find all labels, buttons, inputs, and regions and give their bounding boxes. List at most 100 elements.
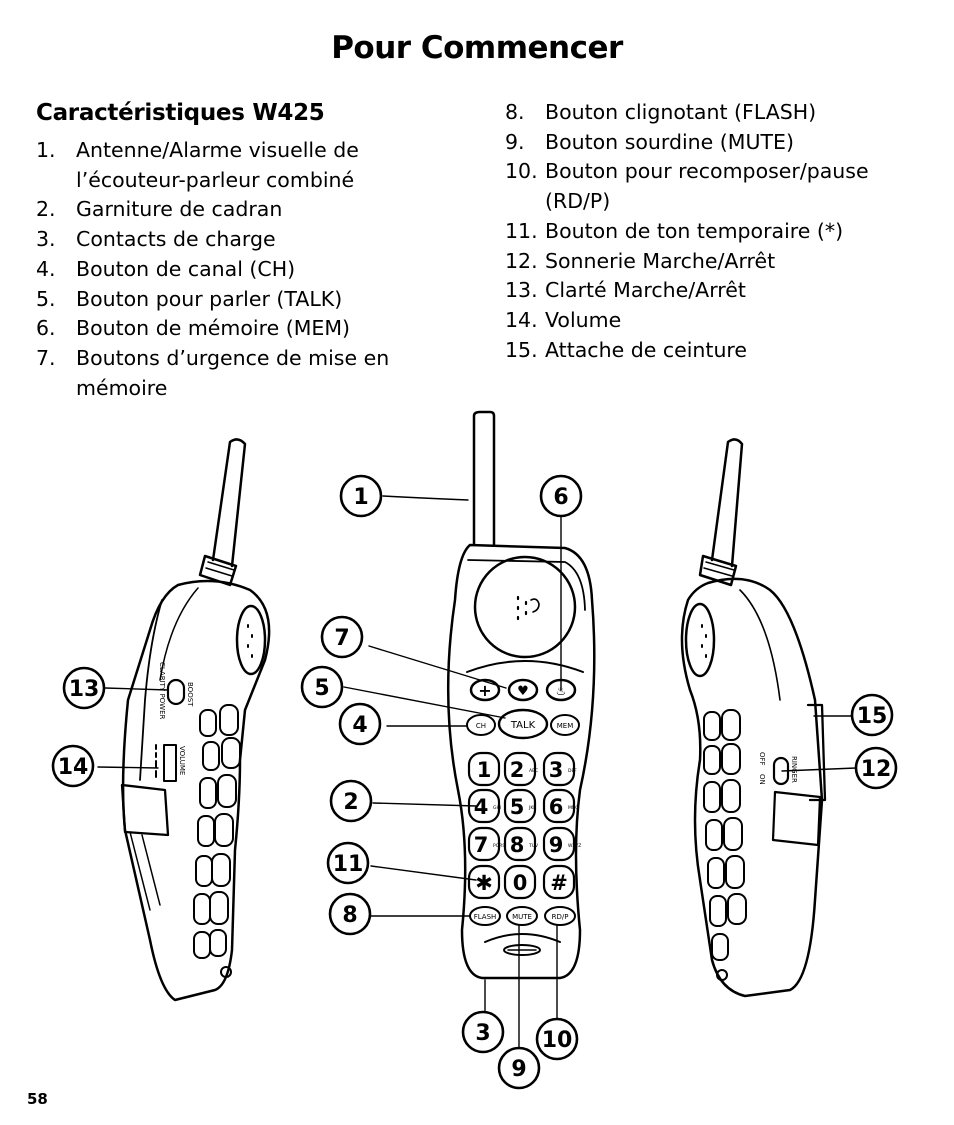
list-item: 13. Clarté Marche/Arrêt [505,276,925,306]
mem-label: MEM [557,722,574,730]
callout-number: 10 [542,1028,573,1053]
item-text: Antenne/Alarme visuelle de l’écouteur-pa… [76,138,359,192]
key-letters: PQRS [493,843,505,849]
talk-button [497,708,549,740]
callout-number: 12 [861,757,892,782]
callout-number: 6 [553,485,568,510]
left-belt-clip [120,783,170,837]
list-item: 4.Bouton de canal (CH) [36,255,416,285]
key-digit: 3 [549,758,564,782]
item-number: 7. [36,345,56,370]
key-digit: 6 [549,795,564,819]
mem-button [550,714,580,736]
memory-button-2 [507,678,539,702]
callout-circle [328,892,372,936]
right-antenna [710,438,744,568]
leader-lines [97,495,857,1051]
callout-circle [326,841,370,885]
front-antenna [472,410,496,547]
list-item: 7.Boutons d’urgence de mise en mémoire [36,344,416,403]
front-handset-body [446,543,596,980]
list-item: 12.Sonnerie Marche/Arrêt [505,247,925,277]
item-number: 5. [36,286,56,311]
list-item: 9. Bouton sourdine (MUTE) [505,128,925,158]
ringer-off-label: OFF [758,752,766,766]
key-letters: MNO [568,805,579,811]
callout-circle [339,474,383,518]
callout-circle [854,746,898,790]
ringer-on-label: ON [758,774,766,785]
item-number: 9. [505,129,525,154]
key-letters: DEF [568,768,577,774]
item-text: Attache de ceinture [545,337,748,362]
features-list-right: 8. Bouton clignotant (FLASH) 9. Bouton sou… [505,98,925,365]
key-digit: 1 [477,758,492,782]
callout-circle [535,1017,579,1061]
item-text: Volume [545,307,622,332]
boost-label: BOOST [186,682,194,707]
callout-number: 14 [58,755,89,780]
clarity-label: CLARITY POWER [158,662,166,720]
list-item: 10. Bouton pour recomposer/pause (RD/P) [505,157,925,216]
keypad-key: ✱ [467,864,501,900]
key-letters: TUV [528,843,539,849]
key-letters: JKL [528,805,536,811]
callout-number: 7 [334,626,349,651]
keypad-key: 6 MNO [542,788,579,824]
left-antenna [211,438,247,568]
left-earpiece [235,604,267,676]
key-digit: 4 [474,795,489,819]
mute-button [506,906,538,926]
item-text: Bouton clignotant (FLASH) [545,100,817,124]
left-side-handset: BOOST CLARITY POWER VOLUME [120,438,271,1002]
memory-button-1 [469,678,501,702]
list-item: 14.Volume [505,306,925,336]
callout-number: 3 [475,1021,490,1046]
item-text: Sonnerie Marche/Arrêt [545,248,776,273]
key-digit: 2 [510,758,525,782]
key-letters: GHI [493,805,501,811]
right-belt-clip [806,703,827,802]
section-subtitle: Caractéristiques W425 [36,100,325,126]
key-digit: 7 [474,833,489,857]
key-digit: 9 [549,833,564,857]
callout-circle [850,693,894,737]
callout-circle [539,474,583,518]
item-text: Clarté Marche/Arrêt [545,278,746,303]
mute-label: MUTE [512,913,532,921]
key-digit: ✱ [475,871,493,895]
keypad-key: 1 [467,751,501,787]
callout-number: 1 [353,485,368,510]
item-text: Bouton de mémoire (MEM) [76,316,351,341]
item-text: Contacts de charge [76,227,276,252]
key-letters: ABC [529,768,538,774]
memory-plus-label: + [478,681,491,700]
right-handset-body [680,577,824,998]
list-item: 1.Antenne/Alarme visuelle de l’écouteur-… [36,136,416,195]
callout-number: 2 [343,790,358,815]
keypad-key: 7 PQRS [467,826,505,862]
ch-label: CH [476,722,486,730]
item-number: 8. [505,100,525,124]
item-number: 13. [505,278,538,303]
talk-label: TALK [510,720,536,731]
item-text: Bouton sourdine (MUTE) [545,129,794,154]
callout-circle [62,666,106,710]
memory-fire-label: ♨ [556,684,567,698]
keypad-key: 2 ABC [503,751,538,787]
item-text: Bouton pour recomposer/pause (RD/P) [545,159,869,214]
callout-number: 11 [333,852,364,877]
rdp-button [544,906,576,926]
volume-slider [163,744,177,782]
list-item: 8. Bouton clignotant (FLASH) [505,98,925,128]
item-number: 10. [505,159,538,184]
item-number: 15. [505,337,538,362]
left-handset-body [121,579,271,1002]
clarity-switch [166,678,186,706]
callout-circle [461,1010,505,1054]
item-text: Bouton de canal (CH) [76,256,296,281]
